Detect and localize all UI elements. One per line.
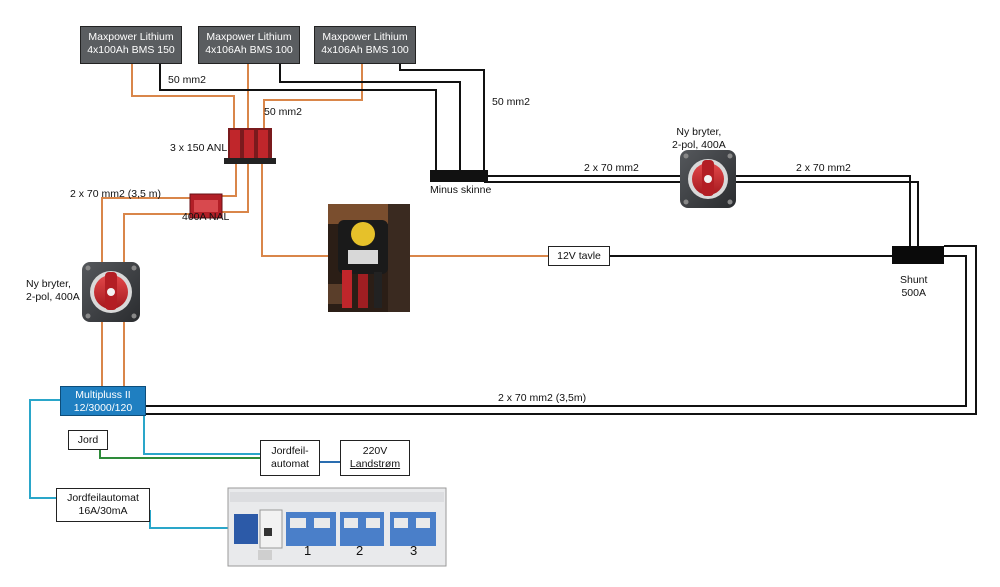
relay-photo [328, 204, 410, 312]
cable-label-2x70-mid2: 2 x 70 mm2 [796, 162, 851, 174]
fuse-anl-label: 3 x 150 ANL [170, 142, 228, 154]
switch-right-label-2: 2-pol, 400A [672, 139, 726, 151]
switch-left-label: Ny bryter, 2-pol, 400A [26, 278, 80, 304]
negative-cables [146, 64, 977, 415]
minus-busbar [430, 170, 488, 182]
cable-label-2x70-bottom: 2 x 70 mm2 (3,5m) [498, 392, 587, 404]
nal-fuse [189, 193, 223, 219]
battery-1-line1: Maxpower Lithium [88, 31, 174, 43]
breaker-panel-icon [227, 487, 447, 567]
cable-label-50-a: 50 mm2 [168, 74, 206, 86]
breaker-number-2: 2 [356, 543, 364, 558]
landstrom-line2: Landstrøm [349, 458, 401, 470]
cable-label-50-c: 50 mm2 [492, 96, 530, 108]
battery-1-line2: 4x100Ah BMS 150 [87, 44, 175, 56]
battery-switch-left-icon [82, 262, 140, 322]
battery-2-line1: Maxpower Lithium [206, 31, 292, 43]
jordfeil-box: Jordfeil- automat [260, 440, 320, 476]
multiplus-line1: Multipluss II [75, 389, 131, 401]
battery-1: Maxpower Lithium 4x100Ah BMS 150 [80, 26, 182, 64]
ac-cables [29, 399, 260, 529]
shunt-label-1: Shunt [900, 274, 928, 286]
multiplus-line2: 12/3000/120 [73, 402, 133, 414]
jordfeilautomat-line1: Jordfeilautomat [67, 492, 139, 504]
jordfeil-line2: automat [271, 458, 309, 470]
cable-label-2x70-mid1: 2 x 70 mm2 [584, 162, 639, 174]
tavle-box: 12V tavle [548, 246, 610, 266]
battery-2-line2: 4x106Ah BMS 100 [205, 44, 293, 56]
switch-right-label-1: Ny bryter, [676, 126, 722, 138]
switch-right-label: Ny bryter, 2-pol, 400A [672, 126, 726, 152]
multiplus-box: Multipluss II 12/3000/120 [60, 386, 146, 416]
shunt-label-2: 500A [901, 287, 926, 299]
battery-switch-right-icon [680, 150, 736, 208]
jordfeilautomat-line2: 16A/30mA [78, 505, 128, 517]
shunt-block [892, 246, 944, 264]
shunt-label: Shunt 500A [900, 274, 927, 300]
jordfeil-line1: Jordfeil- [271, 445, 309, 457]
battery-3-line1: Maxpower Lithium [322, 31, 408, 43]
landstrom-line1: 220V [362, 445, 388, 457]
breaker-number-3: 3 [410, 543, 418, 558]
battery-3-line2: 4x106Ah BMS 100 [321, 44, 409, 56]
positive-cables [101, 64, 548, 386]
switch-left-label-1: Ny bryter, [26, 278, 71, 290]
battery-3: Maxpower Lithium 4x106Ah BMS 100 [314, 26, 416, 64]
cable-label-50-b: 50 mm2 [264, 106, 302, 118]
battery-2: Maxpower Lithium 4x106Ah BMS 100 [198, 26, 300, 64]
landstrom-box: 220V Landstrøm [340, 440, 410, 476]
minus-bar-label: Minus skinne [430, 184, 492, 196]
breaker-number-1: 1 [304, 543, 312, 558]
jordfeilautomat-box: Jordfeilautomat 16A/30mA [56, 488, 150, 522]
switch-left-label-2: 2-pol, 400A [26, 291, 80, 303]
cable-label-2x70-left: 2 x 70 mm2 (3,5 m) [70, 188, 162, 200]
ground-cables [99, 450, 260, 459]
fuse-nal-label: 400A NAL [182, 211, 230, 223]
anl-fuse-block [224, 128, 276, 164]
jord-box: Jord [68, 430, 108, 450]
